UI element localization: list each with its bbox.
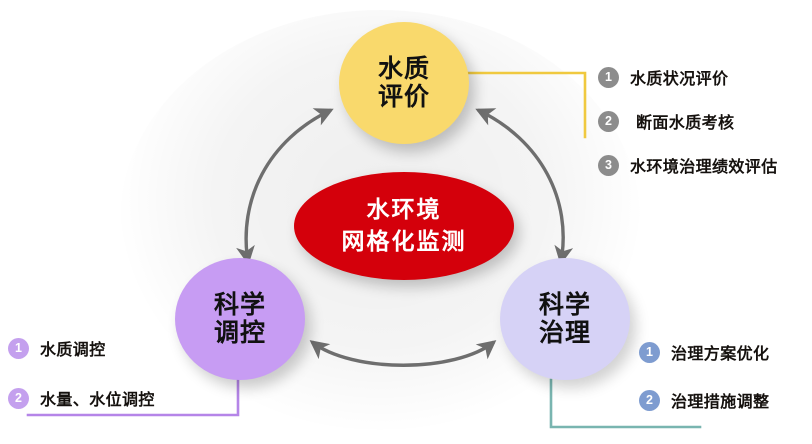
legend-badge-1: 1 (639, 341, 660, 363)
legend-item[interactable]: 2 断面水质考核 (598, 109, 778, 133)
legend-regulation: 1 水质调控 2 水量、水位调控 (8, 336, 155, 410)
legend-label: 水环境治理绩效评估 (630, 159, 778, 176)
legend-evaluation: 1 水质状况评价 2 断面水质考核 3 水环境治理绩效评估 (598, 65, 778, 177)
node-label-line-2: 评价 (377, 83, 430, 111)
legend-label: 水质调控 (40, 342, 106, 359)
legend-item[interactable]: 1 治理方案优化 (639, 340, 769, 364)
legend-label: 断面水质考核 (636, 115, 735, 132)
arc-regulation-evaluation (236, 108, 334, 265)
legend-item[interactable]: 2 水量、水位调控 (8, 386, 155, 410)
legend-item[interactable]: 1 水质状况评价 (598, 65, 778, 89)
connector-regulation-legend (26, 377, 240, 417)
node-label-line-2: 调控 (213, 319, 266, 347)
arc-governance-regulation (309, 340, 497, 367)
legend-item[interactable]: 1 水质调控 (8, 336, 155, 360)
legend-item[interactable]: 3 水环境治理绩效评估 (598, 153, 778, 177)
node-scientific-governance[interactable]: 科学 治理 (500, 258, 630, 380)
legend-badge-3: 3 (598, 154, 619, 176)
legend-label: 治理措施调整 (671, 394, 770, 411)
core-label-line-1: 水环境 (366, 196, 442, 223)
node-water-quality-evaluation[interactable]: 水质 评价 (339, 22, 469, 144)
connector-governance-legend (549, 378, 702, 429)
legend-label: 水量、水位调控 (40, 392, 155, 409)
legend-badge-2: 2 (8, 387, 29, 409)
legend-badge-2: 2 (598, 110, 619, 132)
legend-badge-2: 2 (639, 389, 660, 411)
legend-label: 治理方案优化 (671, 346, 770, 363)
node-label-line-2: 治理 (538, 319, 591, 347)
connector-evaluation-legend (464, 71, 587, 139)
legend-label: 水质状况评价 (630, 71, 729, 88)
legend-item[interactable]: 2 治理措施调整 (639, 388, 769, 412)
node-scientific-regulation[interactable]: 科学 调控 (175, 258, 305, 380)
node-core-water-environment-grid-monitoring[interactable]: 水环境 网格化监测 (294, 172, 514, 280)
node-label-line-1: 科学 (538, 291, 591, 319)
core-label-line-2: 网格化监测 (341, 228, 467, 254)
node-label-line-1: 水质 (377, 55, 430, 83)
legend-governance: 1 治理方案优化 2 治理措施调整 (639, 340, 769, 412)
legend-badge-1: 1 (8, 337, 29, 359)
legend-badge-1: 1 (598, 66, 619, 88)
arc-evaluation-governance (475, 108, 574, 265)
node-label-line-1: 科学 (213, 291, 266, 319)
